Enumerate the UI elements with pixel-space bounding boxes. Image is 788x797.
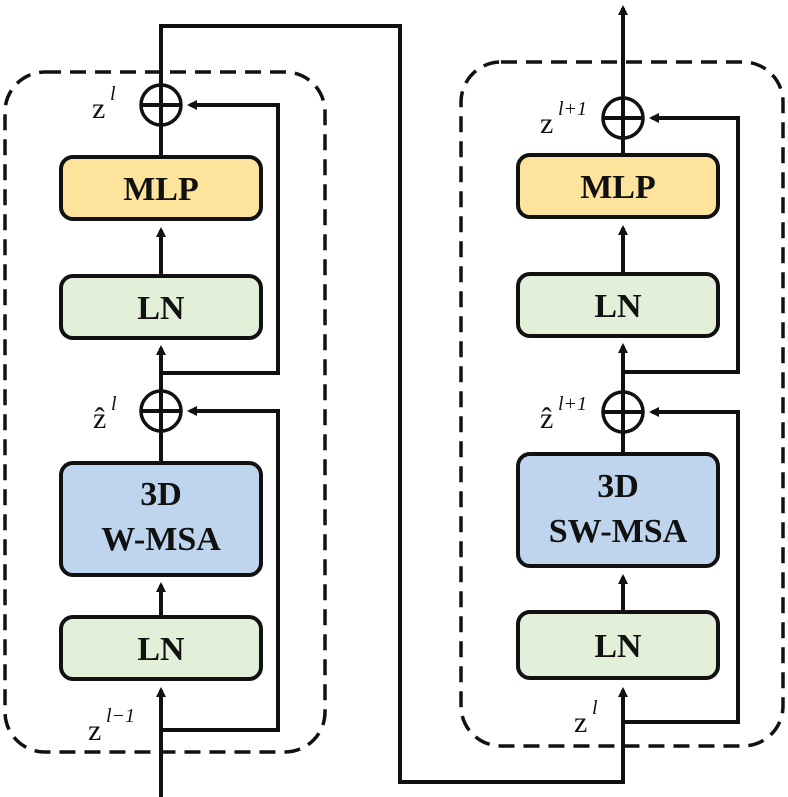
left-ln-bottom-label: LN xyxy=(137,631,185,668)
svg-text:l+1: l+1 xyxy=(558,98,587,120)
left-input-label: z l−1 xyxy=(88,705,135,747)
left-ln-top-box: LN xyxy=(59,274,263,340)
svg-text:l: l xyxy=(111,393,117,415)
left-residual-skip-2 xyxy=(161,100,280,375)
right-msa-label-line2: SW-MSA xyxy=(549,513,688,550)
right-add-node-top xyxy=(601,96,645,140)
right-residual-skip-1 xyxy=(623,407,740,724)
right-msa-box: 3D SW-MSA xyxy=(516,452,720,568)
right-mlp-label: MLP xyxy=(580,169,656,206)
svg-text:z: z xyxy=(92,92,105,125)
svg-text:l−1: l−1 xyxy=(106,705,135,727)
right-block-dashed-border xyxy=(459,60,785,748)
left-block-dashed-border xyxy=(3,70,327,754)
right-ln-top-label: LN xyxy=(594,288,642,325)
right-output-label: z l+1 xyxy=(540,98,587,140)
right-ln-top-box: LN xyxy=(516,272,720,338)
left-add-node-mid xyxy=(139,389,183,433)
svg-text:ẑ: ẑ xyxy=(93,402,106,435)
left-ln-bottom-box: LN xyxy=(59,615,263,681)
right-msa-label-line1: 3D xyxy=(597,468,639,505)
svg-text:l: l xyxy=(110,83,116,105)
left-add-node-top xyxy=(139,83,183,127)
left-mlp-box: MLP xyxy=(59,155,263,221)
left-ln-top-label: LN xyxy=(137,290,185,327)
left-mlp-label: MLP xyxy=(123,171,199,208)
left-msa-box: 3D W-MSA xyxy=(59,461,263,577)
right-input-label: z l xyxy=(574,697,598,739)
svg-text:z: z xyxy=(88,714,101,747)
svg-text:z: z xyxy=(540,107,553,140)
right-ln-bottom-label: LN xyxy=(594,628,642,665)
left-msa-label-line1: 3D xyxy=(140,476,182,513)
right-mlp-box: MLP xyxy=(516,153,720,219)
left-output-label: z l xyxy=(92,83,116,125)
svg-text:l: l xyxy=(592,697,598,719)
left-residual-skip-1 xyxy=(161,406,280,732)
left-msa-label-line2: W-MSA xyxy=(101,521,221,558)
right-intermediate-label: ẑ l+1 xyxy=(540,393,587,435)
svg-text:ẑ: ẑ xyxy=(540,402,553,435)
svg-text:l+1: l+1 xyxy=(558,393,587,415)
right-residual-skip-2 xyxy=(623,113,740,374)
left-intermediate-label: ẑ l xyxy=(93,393,117,435)
inter-block-connector xyxy=(159,24,628,784)
svg-text:z: z xyxy=(574,706,587,739)
right-add-node-mid xyxy=(601,390,645,434)
right-ln-bottom-box: LN xyxy=(516,610,720,680)
